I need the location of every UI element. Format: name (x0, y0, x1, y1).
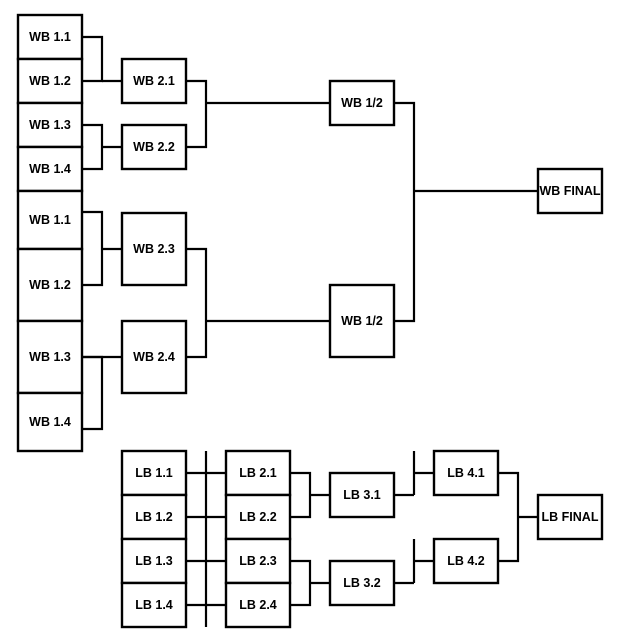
connector-lb41-lb42 (498, 471, 520, 563)
match-label: LB 1.3 (135, 554, 173, 568)
final-label: LB FINAL (542, 510, 599, 524)
match-box: WB 2.1 (120, 57, 188, 105)
connector-wb21-wb22 (186, 79, 208, 149)
losers-bracket: LB 1.1 LB 1.2 LB 1.3 LB 1.4 LB 2.1 LB 2.… (120, 449, 604, 629)
match-label: WB 2.2 (133, 140, 175, 154)
match-label: LB 3.2 (343, 576, 381, 590)
match-label: WB 1.4 (29, 162, 71, 176)
match-box: LB 2.2 (224, 493, 292, 541)
match-box: LB 4.2 (432, 537, 500, 585)
final-box: LB FINAL (536, 493, 604, 541)
match-box: WB 1.1 (16, 13, 84, 61)
match-box: WB 2.3 (120, 211, 188, 287)
match-label: WB 1/2 (341, 314, 383, 328)
winners-bracket: WB 1.1 WB 1.2 WB 1.3 WB 1.4 WB 1.1 WB 1.… (16, 13, 604, 453)
connector-wb11b-wb12b (82, 210, 104, 287)
match-label: LB 2.1 (239, 466, 277, 480)
connector-wb23-wb24 (186, 247, 208, 359)
match-label: WB 2.4 (133, 350, 175, 364)
match-label: LB 2.4 (239, 598, 277, 612)
match-box: LB 1.1 (120, 449, 188, 497)
match-label: LB 1.2 (135, 510, 173, 524)
match-label: LB 3.1 (343, 488, 381, 502)
match-box: LB 1.4 (120, 581, 188, 629)
match-label: WB 1.4 (29, 415, 71, 429)
match-box: WB 1.2 (16, 57, 84, 105)
connector-lb23-lb24 (290, 559, 312, 607)
match-label: WB 2.3 (133, 242, 175, 256)
match-label: WB 1.2 (29, 74, 71, 88)
match-box: WB 1/2 (328, 283, 396, 359)
match-label: WB 1.3 (29, 118, 71, 132)
match-box: LB 3.2 (328, 559, 396, 607)
match-label: LB 4.1 (447, 466, 485, 480)
match-label: LB 2.3 (239, 554, 277, 568)
match-label: LB 2.2 (239, 510, 277, 524)
match-box: WB 1.4 (16, 145, 84, 193)
connector-lb21-lb22 (290, 471, 312, 519)
match-box: LB 2.4 (224, 581, 292, 629)
connector-wb11-wb12 (82, 35, 104, 83)
match-box: WB 2.2 (120, 123, 188, 171)
match-label: WB 1/2 (341, 96, 383, 110)
match-box: WB 1.3 (16, 319, 84, 395)
connectors (82, 35, 538, 627)
match-label: WB 2.1 (133, 74, 175, 88)
match-box: LB 3.1 (328, 471, 396, 519)
match-box: WB 1.1 (16, 189, 84, 251)
match-box: WB 1.2 (16, 247, 84, 323)
match-box: WB 1.4 (16, 391, 84, 453)
final-box: WB FINAL (536, 167, 604, 215)
match-label: LB 1.1 (135, 466, 173, 480)
match-label: WB 1.3 (29, 350, 71, 364)
match-label: WB 1.1 (29, 213, 71, 227)
match-box: LB 1.3 (120, 537, 188, 585)
match-label: WB 1.1 (29, 30, 71, 44)
match-box: WB 1.3 (16, 101, 84, 149)
match-box: LB 4.1 (432, 449, 500, 497)
connector-wb13b-wb14b (82, 355, 104, 431)
match-box: LB 2.3 (224, 537, 292, 585)
match-box: WB 1/2 (328, 79, 396, 127)
match-label: LB 4.2 (447, 554, 485, 568)
connector-wb13-wb14 (82, 123, 104, 171)
match-box: LB 1.2 (120, 493, 188, 541)
match-box: WB 2.4 (120, 319, 188, 395)
final-label: WB FINAL (539, 184, 600, 198)
match-label: LB 1.4 (135, 598, 173, 612)
match-box: LB 2.1 (224, 449, 292, 497)
match-label: WB 1.2 (29, 278, 71, 292)
connector-semis (394, 101, 416, 323)
